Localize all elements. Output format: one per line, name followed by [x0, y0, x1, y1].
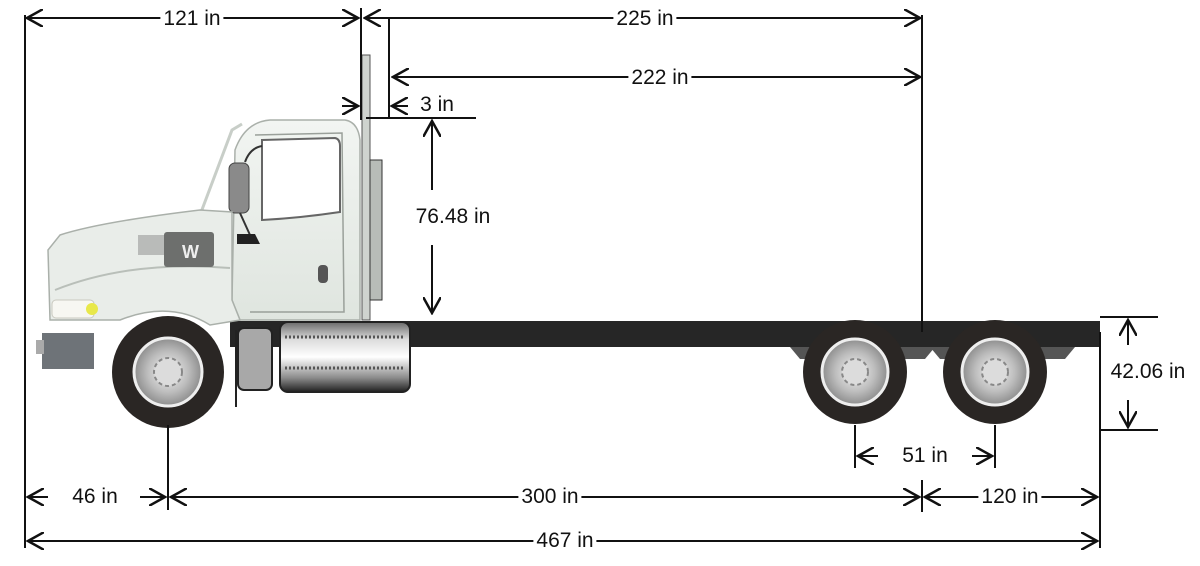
rear-wheel-forward	[803, 320, 907, 424]
rear-wheel-rearward	[943, 320, 1047, 424]
dim-back-of-cab-to-axle: 225 in	[613, 8, 677, 30]
front-bumper	[42, 333, 94, 369]
dim-front-overhang: 46 in	[69, 486, 121, 508]
logo-glyph: W	[182, 242, 199, 262]
logo-badge	[164, 232, 214, 267]
fuel-tank	[279, 321, 411, 393]
dim-bumper-to-back-of-cab: 121 in	[160, 8, 224, 30]
dim-frame-height: 42.06 in	[1110, 360, 1186, 383]
dim-cab-clearance-to-axle: 222 in	[628, 67, 692, 89]
dim-rear-overhang: 120 in	[978, 486, 1042, 508]
dim-tandem-axle-spacing: 51 in	[899, 445, 951, 467]
dim-cab-to-exhaust-clearance: 3 in	[417, 94, 457, 116]
dim-wheelbase: 300 in	[518, 486, 582, 508]
dim-overall-length: 467 in	[533, 530, 597, 552]
truck-illustration: W	[36, 54, 1100, 428]
dim-cab-height: 76.48 in	[412, 206, 494, 228]
front-wheel	[112, 316, 224, 428]
exhaust-stack	[361, 54, 371, 321]
side-mirror	[228, 162, 250, 214]
cab-window	[261, 136, 341, 222]
